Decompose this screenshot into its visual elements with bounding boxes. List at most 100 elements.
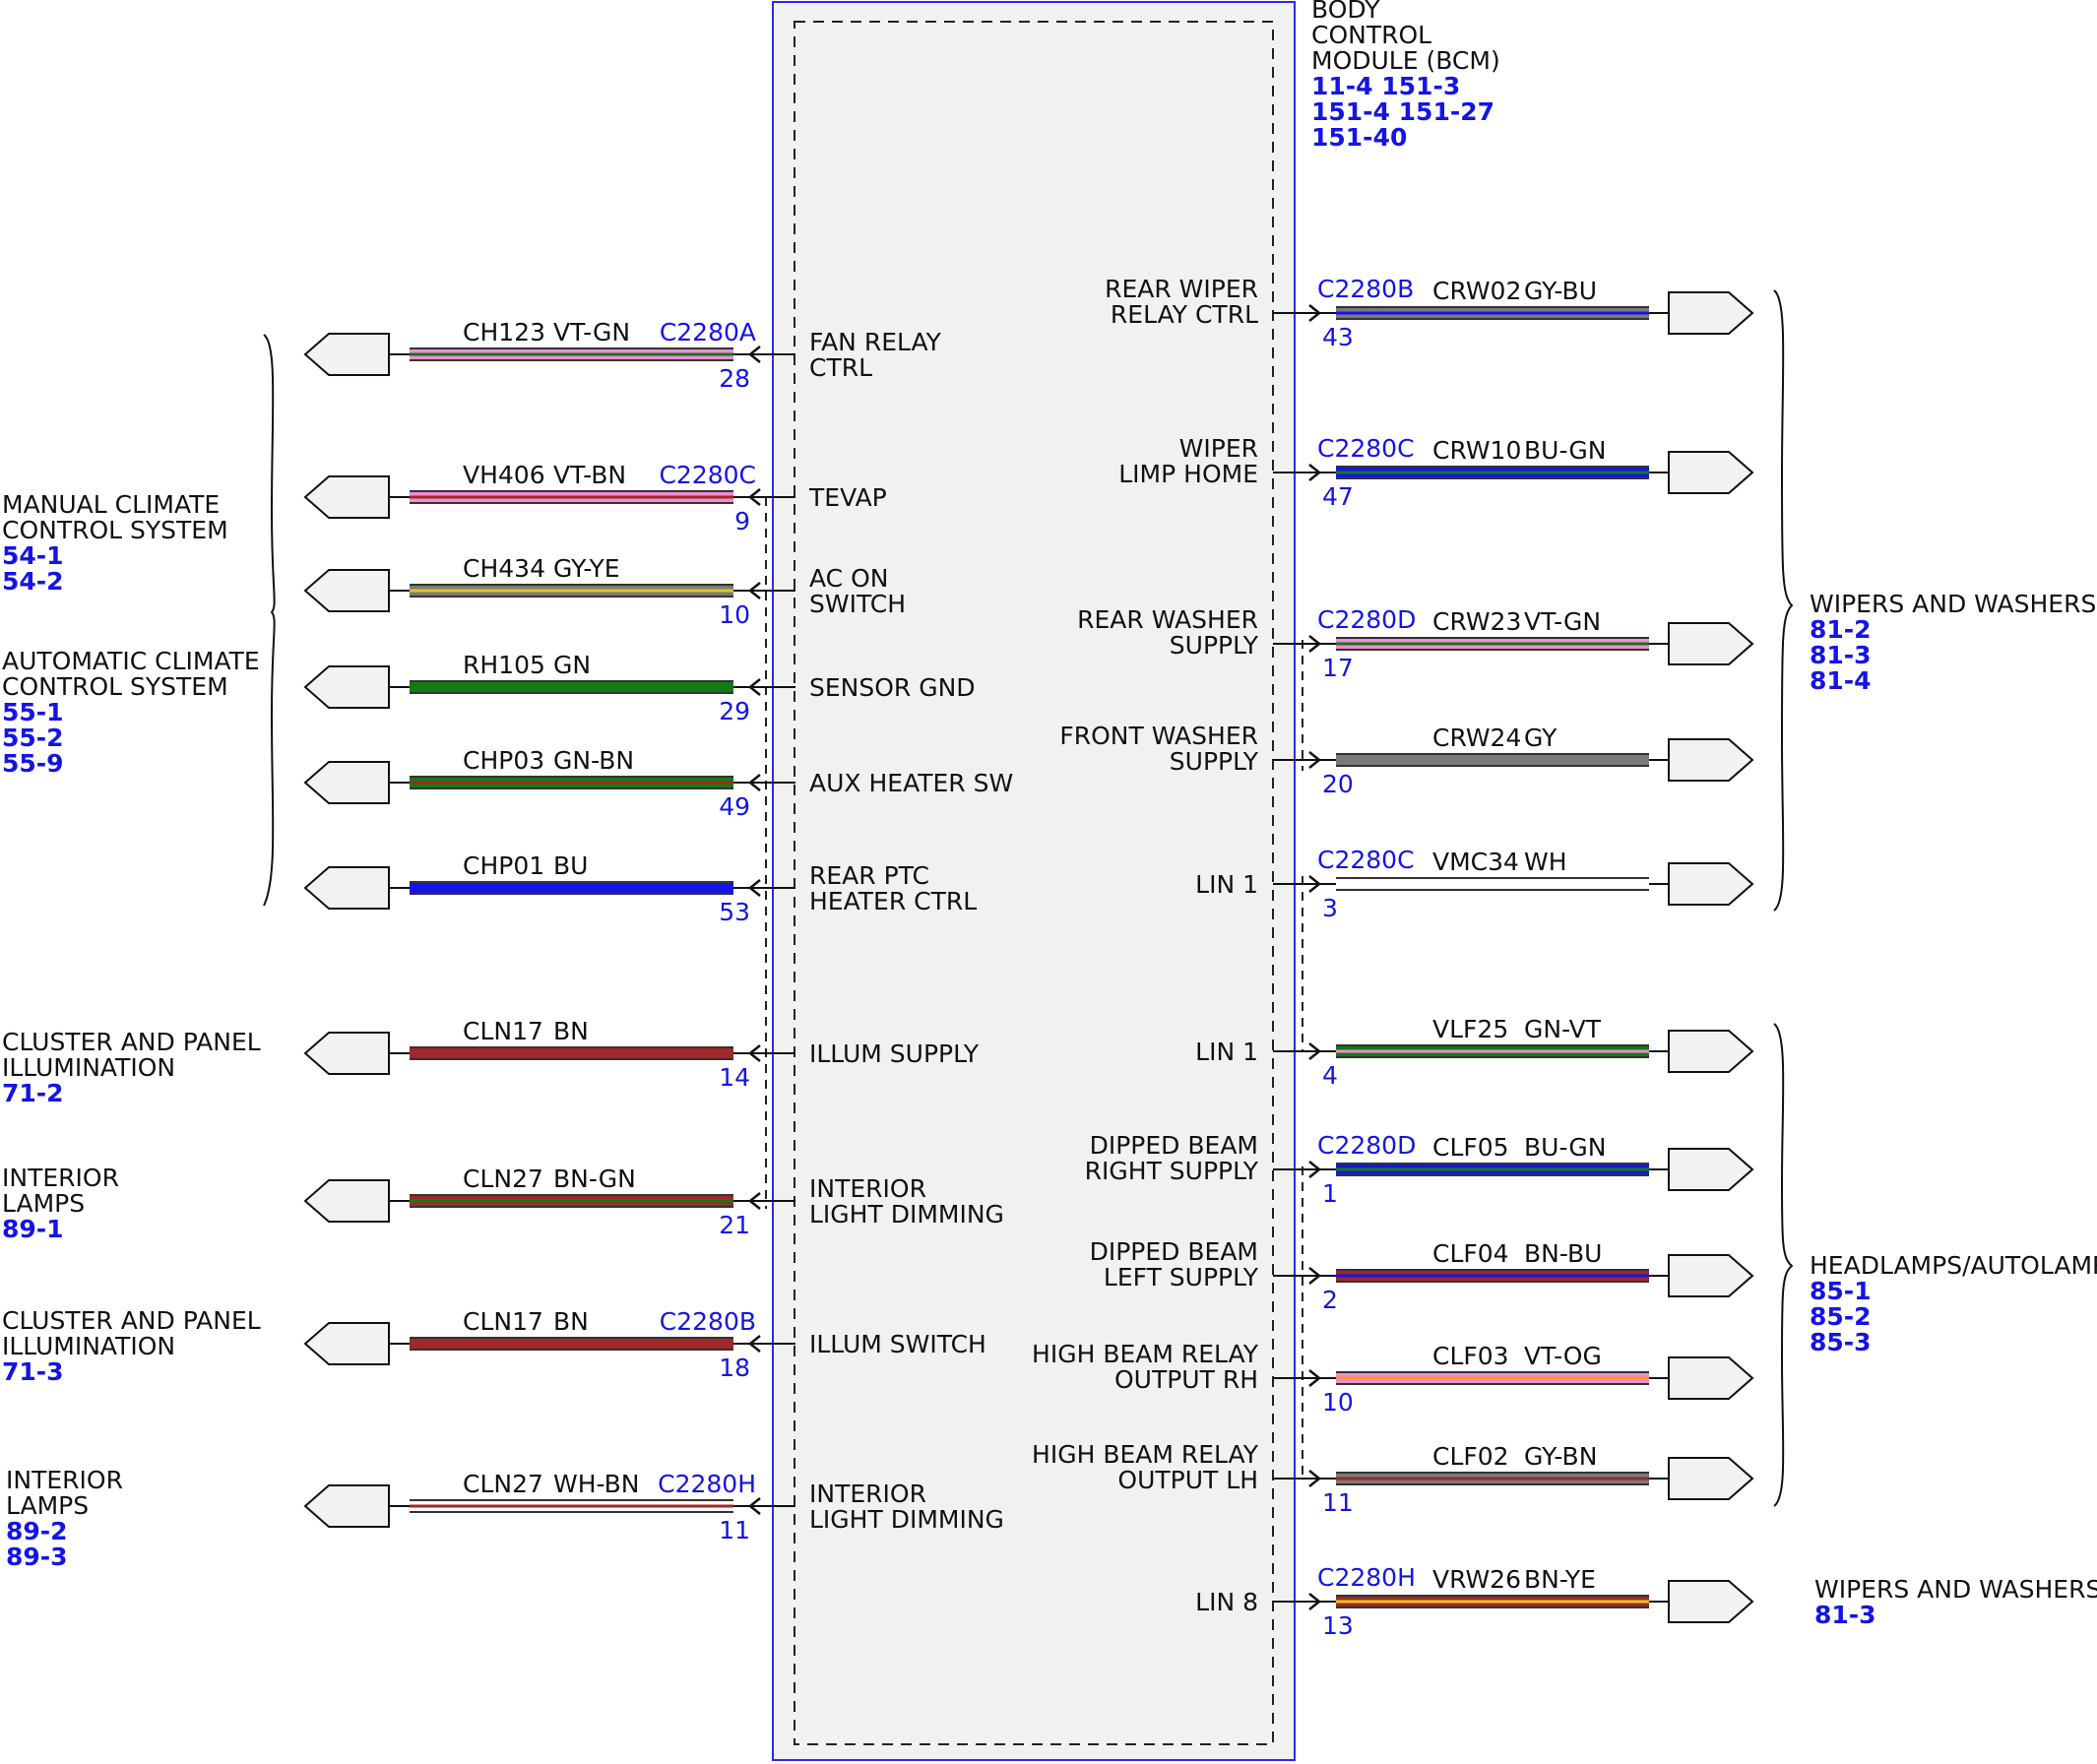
page-ref-link[interactable]: 89-3	[6, 1543, 68, 1571]
page-ref-link[interactable]: 85-2	[1810, 1302, 1872, 1331]
pin-function-label: HIGH BEAM RELAY	[1032, 1340, 1259, 1368]
pin-function-label: INTERIOR	[809, 1174, 926, 1203]
circuit-number: RH105	[463, 651, 545, 679]
wire-color-code: BN-BU	[1524, 1239, 1602, 1268]
connector-id[interactable]: C2280A	[660, 318, 756, 346]
pin-function-label: AC ON	[809, 564, 888, 593]
wire-color-code: GN-BN	[553, 746, 634, 775]
pin-function-label: RIGHT SUPPLY	[1085, 1157, 1259, 1185]
bcm-ref-link[interactable]: 151-40	[1311, 123, 1407, 152]
connector-id[interactable]: C2280H	[658, 1470, 756, 1498]
connector-id[interactable]: C2280C	[659, 461, 756, 489]
pin-function-label: LIGHT DIMMING	[809, 1200, 1004, 1228]
pin-arrow-icon	[1308, 1369, 1322, 1387]
page-ref-link[interactable]: 71-3	[2, 1357, 64, 1386]
pin-function-label: OUTPUT LH	[1117, 1466, 1258, 1494]
harness-connector-icon[interactable]	[303, 761, 390, 804]
circuit-number: VLF25	[1432, 1015, 1508, 1043]
bcm-ref-link[interactable]: 11-4 151-3	[1311, 72, 1460, 100]
pin-function-label: ILLUM SUPPLY	[809, 1040, 980, 1068]
connector-id[interactable]: C2280H	[1317, 1563, 1416, 1592]
page-ref-link[interactable]: 55-1	[2, 698, 64, 726]
harness-connector-icon[interactable]	[1668, 291, 1754, 335]
connector-id[interactable]: C2280B	[1317, 275, 1414, 303]
harness-connector-icon[interactable]	[1668, 451, 1754, 494]
pin-number: 29	[719, 697, 750, 725]
page-ref-link[interactable]: 89-2	[6, 1517, 68, 1545]
harness-connector-icon[interactable]	[303, 569, 390, 612]
pin-function-label: LIGHT DIMMING	[809, 1505, 1004, 1534]
harness-connector-icon[interactable]	[303, 475, 390, 519]
pin-arrow-icon	[1308, 304, 1322, 322]
page-ref-link[interactable]: 54-2	[2, 567, 64, 596]
page-ref-link[interactable]: 85-1	[1810, 1277, 1872, 1305]
pin-arrow-icon	[1308, 1470, 1322, 1487]
wire-stripe	[1336, 1477, 1649, 1480]
connector-id[interactable]: C2280C	[1317, 846, 1415, 874]
page-ref-link[interactable]: 81-4	[1810, 666, 1872, 695]
connector-id[interactable]: C2280D	[1317, 605, 1416, 634]
wire-color-code: VT-GN	[553, 318, 630, 346]
group-label-line: WIPERS AND WASHERS	[1814, 1575, 2097, 1604]
connector-id[interactable]: C2280C	[1317, 434, 1415, 463]
harness-connector-icon[interactable]	[1668, 738, 1754, 782]
pin-arrow-icon	[1308, 464, 1322, 481]
harness-connector-icon[interactable]	[303, 665, 390, 709]
page-ref-link[interactable]: 55-9	[2, 749, 64, 778]
pin-number: 13	[1322, 1611, 1354, 1640]
harness-connector-icon[interactable]	[1668, 1457, 1754, 1500]
brace-left-climate	[263, 334, 276, 907]
harness-connector-icon[interactable]	[303, 866, 390, 910]
bcm-ref-link[interactable]: 151-4 151-27	[1311, 97, 1494, 126]
wire-stripe	[1336, 471, 1649, 474]
harness-connector-icon[interactable]	[1668, 862, 1754, 906]
harness-connector-icon[interactable]	[1668, 1356, 1754, 1400]
harness-connector-icon[interactable]	[1668, 1148, 1754, 1191]
pin-function-label: DIPPED BEAM	[1090, 1237, 1258, 1266]
harness-connector-icon[interactable]	[303, 333, 390, 376]
harness-connector-icon[interactable]	[1668, 622, 1754, 665]
circuit-number: VMC34	[1432, 848, 1519, 876]
harness-connector-icon[interactable]	[303, 1484, 390, 1528]
pin-function-label: SUPPLY	[1170, 631, 1259, 660]
pin-function-label: FAN RELAY	[809, 328, 942, 356]
pin-number: 18	[719, 1354, 750, 1382]
page-ref-link[interactable]: 81-3	[1810, 641, 1872, 669]
page-ref-link[interactable]: 89-1	[2, 1215, 64, 1243]
harness-connector-icon[interactable]	[303, 1179, 390, 1223]
page-ref-link[interactable]: 85-3	[1810, 1328, 1872, 1356]
connector-id[interactable]: C2280B	[660, 1307, 756, 1336]
page-ref-link[interactable]: 55-2	[2, 724, 64, 752]
group-label-line: INTERIOR	[2, 1164, 119, 1192]
page-ref-link[interactable]: 71-2	[2, 1079, 64, 1107]
group-label-line: ILLUMINATION	[2, 1053, 175, 1082]
group-label-line: LAMPS	[6, 1491, 89, 1520]
pin-function-label: LIN 8	[1195, 1588, 1258, 1616]
pin-number: 4	[1322, 1061, 1338, 1090]
bcm-page-refs[interactable]: 11-4 151-3 151-4 151-27 151-40	[1311, 72, 1503, 152]
circuit-number: CRW24	[1432, 724, 1521, 752]
page-ref-link[interactable]: 81-3	[1814, 1601, 1876, 1629]
page-ref-link[interactable]: 81-2	[1810, 615, 1872, 644]
harness-connector-icon[interactable]	[303, 1032, 390, 1075]
harness-connector-icon[interactable]	[303, 1322, 390, 1365]
connector-id[interactable]: C2280D	[1317, 1131, 1416, 1160]
harness-connector-icon[interactable]	[1668, 1580, 1754, 1623]
wire-stripe	[1336, 1049, 1649, 1053]
bcm-label-line: BODY	[1311, 0, 1380, 24]
pin-function-label: INTERIOR	[809, 1480, 926, 1508]
harness-connector-icon[interactable]	[1668, 1030, 1754, 1073]
pin-number: 53	[719, 898, 750, 926]
page-ref-link[interactable]: 54-1	[2, 541, 64, 570]
pin-number: 49	[719, 792, 750, 821]
harness-connector-icon[interactable]	[1668, 1254, 1754, 1297]
